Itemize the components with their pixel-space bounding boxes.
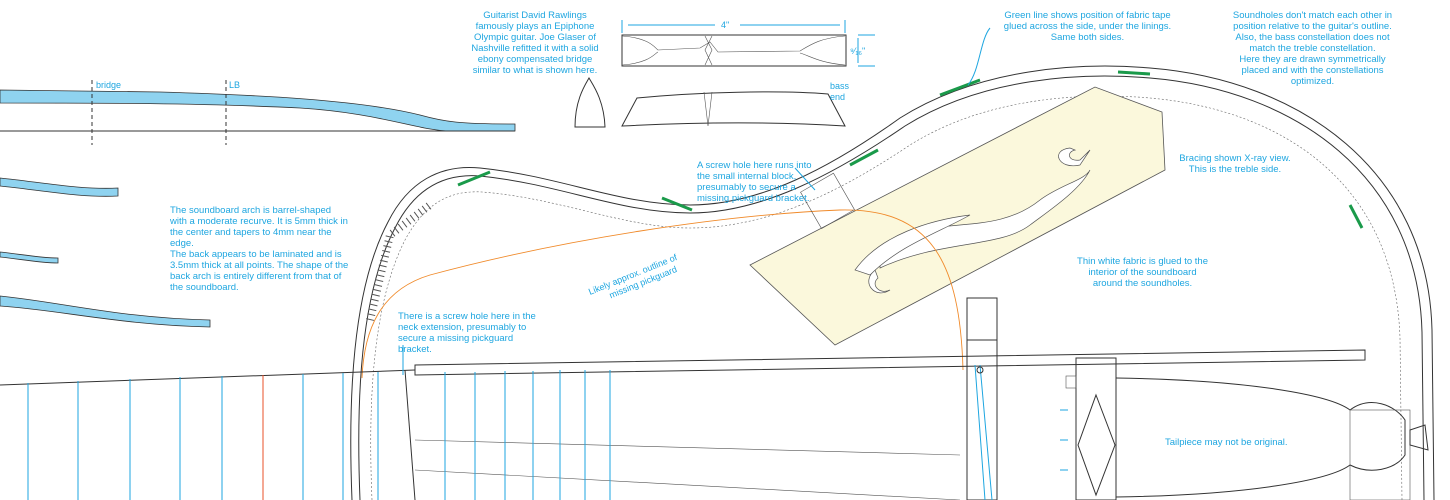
note-green-line: Green line shows position of fabric tape… <box>1003 10 1172 43</box>
fretboard <box>0 297 1366 500</box>
note-soundholes-3: Here they are drawn symmetrically placed… <box>1239 54 1386 87</box>
note-arch-1: The soundboard arch is barrel-shaped wit… <box>170 205 348 249</box>
tailpiece <box>1060 357 1429 500</box>
note-screw-block: A screw hole here runs into the small in… <box>697 160 812 204</box>
note-tailpiece: Tailpiece may not be original. <box>1165 437 1288 448</box>
note-fabric: Thin white fabric is glued to the interi… <box>1077 256 1208 289</box>
note-soundholes-2: Also, the bass constellation does not ma… <box>1235 32 1390 54</box>
guitar-body-outline <box>350 65 1435 500</box>
pickguard-outline <box>361 209 964 379</box>
pickguard-outline-label: Likely approx. outline ofmissing pickgua… <box>587 252 683 307</box>
green-line-leader <box>967 27 991 86</box>
dimension-height: ⁹⁄₁₆" <box>850 46 865 56</box>
note-arch: The soundboard arch is barrel-shaped wit… <box>170 205 350 293</box>
back-arch-profiles <box>0 177 211 328</box>
note-arch-2: The back appears to be laminated and is … <box>170 249 349 293</box>
note-screw-neck: There is a screw hole here in the neck e… <box>398 311 536 355</box>
note-bracing: Bracing shown X-ray view. This is the tr… <box>1179 153 1291 175</box>
pickguard-bracing <box>749 86 1166 346</box>
bridge-label: bridge <box>96 80 121 90</box>
note-soundholes: Soundholes don't match each other in pos… <box>1225 10 1400 87</box>
note-soundholes-1: Soundholes don't match each other in pos… <box>1232 10 1393 32</box>
lb-label: LB <box>229 80 240 90</box>
fret-lines <box>27 370 611 500</box>
dimension-width: 4" <box>721 20 729 30</box>
soundboard-arch-profile: bridge LB <box>0 80 516 145</box>
note-rawlings: Guitarist David Rawlings famously plays … <box>471 10 599 76</box>
